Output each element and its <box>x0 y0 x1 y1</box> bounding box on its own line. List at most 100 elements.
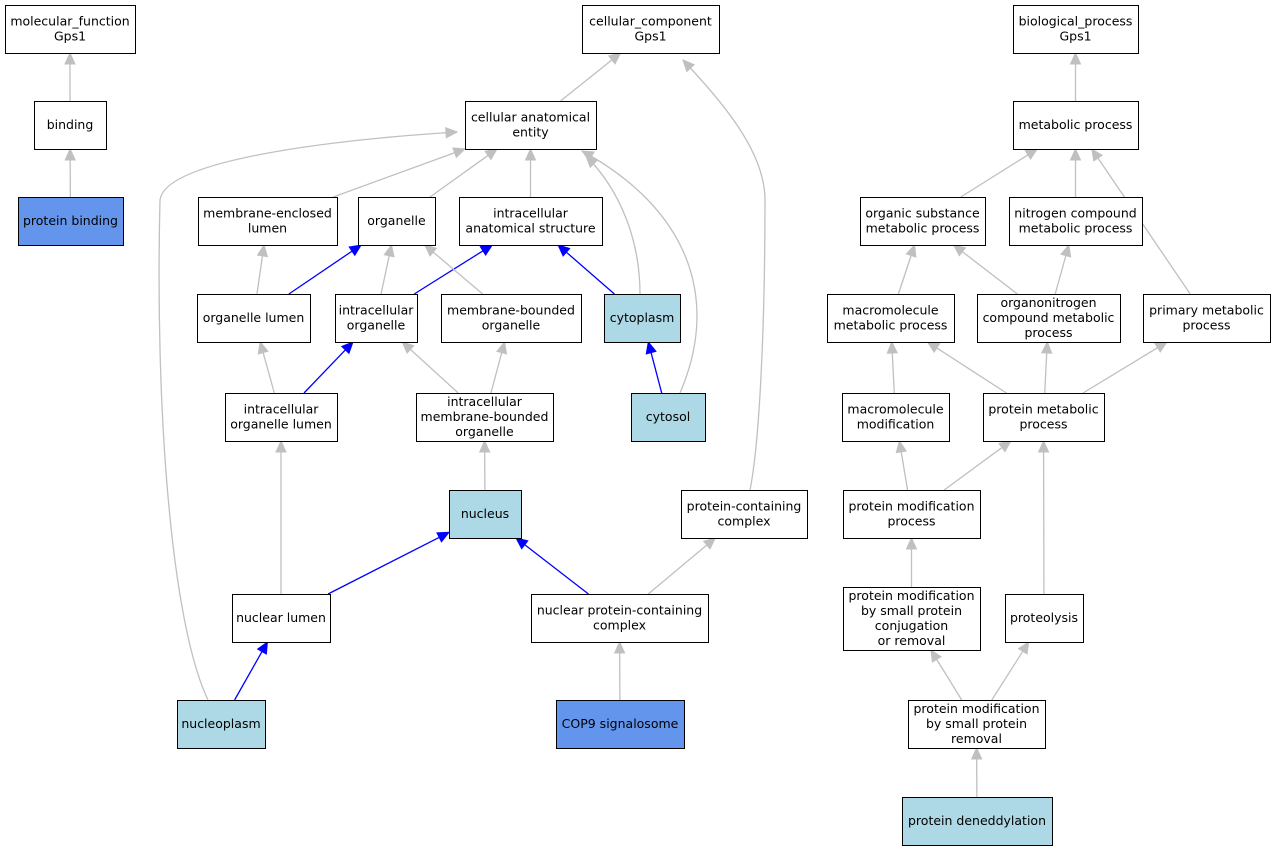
node-box <box>198 197 338 246</box>
node-label-line: process <box>1019 417 1067 432</box>
edge-pmodp-to-protmp-line <box>943 446 1004 491</box>
node-box <box>860 197 986 246</box>
edge-intra_org-to-organelle <box>380 243 395 295</box>
node-cytosol[interactable]: cytosol <box>631 393 706 442</box>
node-label-line: process <box>1024 325 1072 340</box>
edge-pmp-to-metab-line <box>1096 156 1191 295</box>
edge-nucleus-to-imbo <box>478 439 491 491</box>
edge-pmsp-to-pmodp-arrowhead <box>905 536 918 550</box>
edge-npcc-to-pcc <box>647 537 717 595</box>
edge-cytosol-to-cytoplasm-arrowhead <box>645 340 657 355</box>
node-label-line: nuclear protein-containing <box>537 603 702 618</box>
node-label-line: protein deneddylation <box>908 813 1046 828</box>
node-box <box>681 490 808 539</box>
node-label-line: macromolecule <box>842 303 938 318</box>
node-label-line: protein binding <box>23 213 118 228</box>
node-nucleus[interactable]: nucleus <box>449 490 522 539</box>
node-metab[interactable]: metabolic process <box>1013 101 1139 150</box>
node-deneddylation[interactable]: protein deneddylation <box>902 797 1053 846</box>
edge-mel-to-cae-line <box>333 151 456 198</box>
node-label-line: organic substance <box>865 206 980 221</box>
edge-mel-to-cae-arrowhead <box>452 147 467 159</box>
node-nucleoplasm[interactable]: nucleoplasm <box>177 700 266 749</box>
node-label-line: binding <box>47 117 94 132</box>
edge-intra_org-to-organelle-arrowhead <box>383 243 395 258</box>
edge-pmodp-to-mm-line <box>900 450 909 491</box>
node-label-line: proteolysis <box>1010 610 1078 625</box>
edge-iol-to-org_lumen-line <box>262 351 275 394</box>
edge-nucleus-to-imbo-arrowhead <box>478 439 491 453</box>
graph-edges <box>64 51 1191 798</box>
node-protein_binding[interactable]: protein binding <box>18 197 124 246</box>
edge-oncmp-to-osmp-line <box>961 250 1018 295</box>
edge-proteolysis-to-protmp <box>1037 439 1050 595</box>
node-nuc_lumen[interactable]: nuclear lumen <box>232 594 331 643</box>
edge-nucleoplasm-to-cae <box>158 126 459 701</box>
edge-cytoplasm-to-ias-line <box>565 251 615 295</box>
edge-binding-to-mf_root <box>64 51 76 101</box>
edge-metab-to-bp_root-arrowhead <box>1069 51 1082 65</box>
edge-osmp-to-metab <box>960 148 1039 198</box>
edge-organelle-to-cae-line <box>429 154 490 198</box>
edge-nuc_lumen-to-nucleus-arrowhead <box>436 531 451 543</box>
node-label-line: Gps1 <box>634 29 666 44</box>
edge-mbo-to-organelle-arrowhead <box>423 244 438 257</box>
node-organelle[interactable]: organelle <box>358 197 436 246</box>
edge-binding-to-mf_root-arrowhead <box>64 51 76 65</box>
node-box <box>1009 197 1143 246</box>
node-label-line: molecular_function <box>10 14 129 29</box>
node-box <box>582 5 720 54</box>
edge-protein_binding-to-binding <box>64 147 76 198</box>
node-label-line: modification <box>857 417 935 432</box>
edge-cytoplasm-to-ias-arrowhead <box>557 244 571 257</box>
node-proteolysis[interactable]: proteolysis <box>1005 594 1084 643</box>
node-binding[interactable]: binding <box>34 101 107 150</box>
node-label-line: by small protein <box>861 603 962 618</box>
node-box <box>827 294 955 343</box>
edge-mel-to-cae <box>333 147 467 198</box>
node-label-line: metabolic process <box>866 221 980 236</box>
node-label-line: entity <box>512 125 549 140</box>
node-label-line: Gps1 <box>54 29 86 44</box>
node-label-line: metabolic process <box>1019 221 1133 236</box>
edge-intra_org-to-ias-arrowhead <box>479 244 494 257</box>
edge-pmodp-to-mm <box>895 439 909 491</box>
node-label-line: protein modification <box>849 588 975 603</box>
node-label-line: biological_process <box>1019 14 1133 29</box>
edge-deneddylation-to-pmspr <box>970 746 983 798</box>
node-cop9[interactable]: COP9 signalosome <box>556 700 685 749</box>
node-box <box>604 294 681 343</box>
node-label-line: metabolic process <box>834 318 948 333</box>
node-org_lumen[interactable]: organelle lumen <box>197 294 311 343</box>
node-box <box>18 197 124 246</box>
node-label-line: intracellular <box>447 394 523 409</box>
edge-cytoplasm-to-cae-line <box>585 155 641 295</box>
node-cytoplasm[interactable]: cytoplasm <box>604 294 681 343</box>
node-box <box>843 587 981 651</box>
edge-imbo-to-intra_org <box>401 341 459 394</box>
